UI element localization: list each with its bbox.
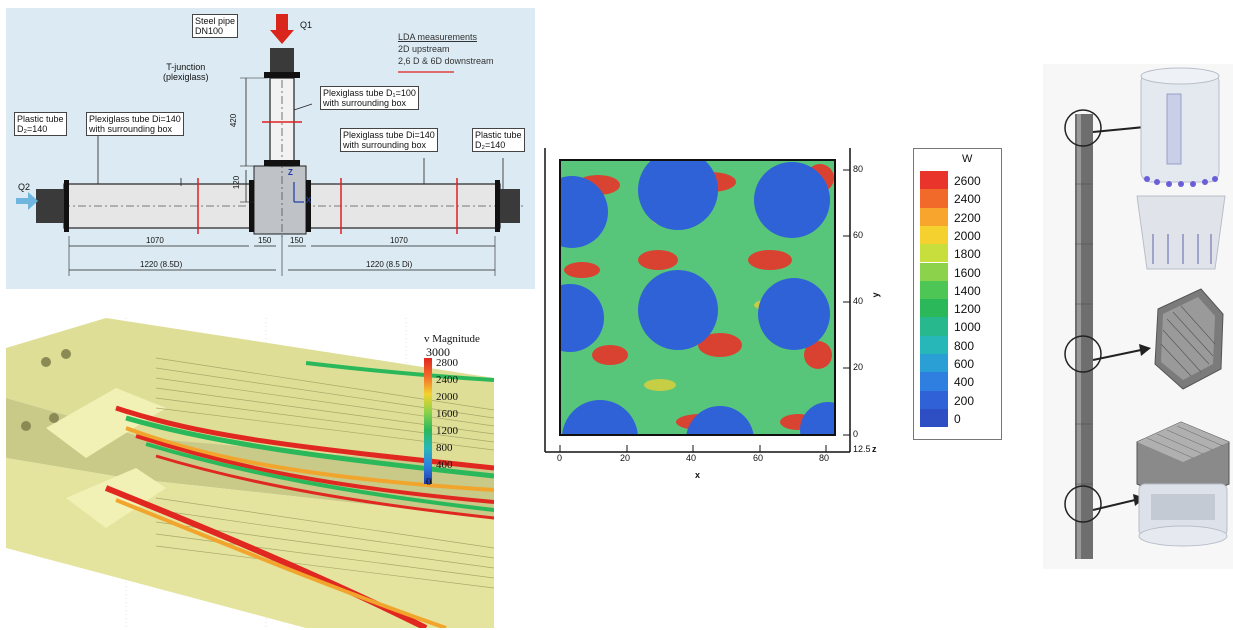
- x-tick-40: 40: [686, 453, 697, 463]
- y-tick-20: 20: [853, 362, 864, 372]
- w-legend-value: 2400: [954, 192, 981, 207]
- w-legend-value: 0: [954, 411, 961, 426]
- lda-title: LDA measurements: [398, 32, 478, 42]
- plastic-tube-left-label: Plastic tube D₂=140: [14, 112, 67, 136]
- plexiglass-left-label: Plexiglass tube Di=140 with surrounding …: [86, 112, 184, 136]
- v-magnitude-legend-title: v Magnitude: [424, 333, 480, 345]
- v-magnitude-legend-max: 3000: [426, 345, 450, 359]
- inlet-arrow-top: [270, 14, 294, 44]
- lda-line-2: 2,6 D & 6D downstream: [398, 56, 494, 66]
- t-junction-diagram: Steel pipe DN100 Q1 Q2 T-junction (plexi…: [6, 8, 535, 289]
- w-legend-value: 1000: [954, 320, 981, 335]
- y-tick-60: 60: [853, 230, 864, 240]
- steel-pipe-label: Steel pipe DN100: [192, 14, 239, 38]
- plastic-tube-right-end: [500, 189, 520, 223]
- w-legend-value: 200: [954, 393, 975, 408]
- w-legend-swatch: [920, 280, 948, 300]
- w-legend-value: 1600: [954, 265, 981, 280]
- w-legend-value: 1400: [954, 283, 981, 298]
- t-junction-drawing: [16, 14, 526, 276]
- w-legend-swatch: [920, 189, 948, 208]
- y-axis-label: y: [870, 292, 881, 298]
- x-tick-0: 0: [557, 453, 563, 463]
- axis-x-label: X: [306, 196, 312, 205]
- steel-pipe: [270, 48, 294, 74]
- dim-150-left: 150: [258, 236, 272, 245]
- w-legend-swatch: [920, 262, 948, 281]
- dim-1220-left: 1220 (8.5D): [140, 260, 183, 269]
- v-magnitude-ticks: 2800 2400 2000 1600 1200 800 400 0: [426, 357, 458, 488]
- x-axis-label: x: [695, 470, 701, 480]
- w-legend-swatch: [920, 390, 948, 409]
- x-tick-80: 80: [819, 453, 830, 463]
- w-legend-swatch: [920, 207, 948, 226]
- plexiglass-right-label: Plexiglass tube Di=140 with surrounding …: [340, 128, 438, 152]
- x-tick-20: 20: [620, 453, 631, 463]
- detail-circle-mid: [1064, 335, 1102, 373]
- w-legend-swatch: [920, 225, 948, 245]
- tjunction-label: T-junction (plexiglass): [163, 62, 209, 82]
- dim-1070-left: 1070: [146, 236, 164, 245]
- w-legend-value: 800: [954, 338, 975, 353]
- dim-1220-right: 1220 (8.5 Di): [366, 260, 413, 269]
- axis-z-label: Z: [288, 168, 293, 177]
- w-legend-value: 600: [954, 357, 975, 371]
- dim-120: 120: [232, 175, 242, 190]
- dim-150-right: 150: [290, 236, 304, 245]
- inlet-arrow-left: [16, 192, 38, 210]
- w-legend-swatch: [920, 335, 948, 354]
- rod-bundle-schematic: [1043, 64, 1233, 569]
- contour-plot: 0 20 40 60 80 x 0 20 40 60 80 y 12.5 z W…: [540, 140, 1010, 485]
- detail-circle-bottom: [1064, 485, 1102, 523]
- v-magnitude-colorbar: [424, 358, 432, 484]
- y-tick-0: 0: [853, 429, 859, 439]
- w-legend-value: 400: [954, 375, 975, 390]
- w-legend-value: 1200: [954, 302, 981, 317]
- w-legend-swatch: [920, 299, 948, 318]
- plastic-tube-right-label: Plastic tube D₂=140: [472, 128, 525, 152]
- rod-bundle-3d: [6, 318, 494, 628]
- dim-420: 420: [229, 113, 239, 128]
- plexiglass-top-label: Plexiglass tube D₁=100 with surrounding …: [320, 86, 419, 110]
- x-tick-60: 60: [753, 453, 764, 463]
- w-legend-swatch: [920, 372, 948, 391]
- z-axis-label: z: [872, 444, 877, 454]
- w-legend-swatch: [920, 317, 948, 336]
- plastic-tube-left-end: [36, 189, 64, 223]
- w-legend-value: 2600: [954, 174, 981, 188]
- q1-label: Q1: [300, 20, 313, 30]
- dim-1070-right: 1070: [390, 236, 408, 245]
- w-legend-value: 1800: [954, 247, 981, 262]
- q2-label: Q2: [18, 182, 31, 192]
- z-value: 12.5: [853, 444, 871, 454]
- w-legend-title: W: [962, 153, 973, 165]
- w-legend-swatch: [920, 354, 948, 373]
- w-legend-swatch: [920, 244, 948, 263]
- y-tick-40: 40: [853, 296, 864, 306]
- junction-box: [253, 165, 307, 235]
- lda-line-1: 2D upstream: [398, 44, 450, 54]
- w-legend-value: 2200: [954, 210, 981, 225]
- w-legend-value: 2000: [954, 228, 981, 243]
- streamline-visualization: v Magnitude 3000 2800 2400 2000 1600 120…: [6, 318, 494, 628]
- rod-bundle-drawing: [1064, 67, 1230, 559]
- w-legend-swatch: [920, 408, 948, 428]
- contour-field: [544, 148, 851, 453]
- y-tick-80: 80: [853, 164, 864, 174]
- w-legend-swatch: [920, 171, 948, 190]
- detail-circle-top: [1064, 109, 1102, 147]
